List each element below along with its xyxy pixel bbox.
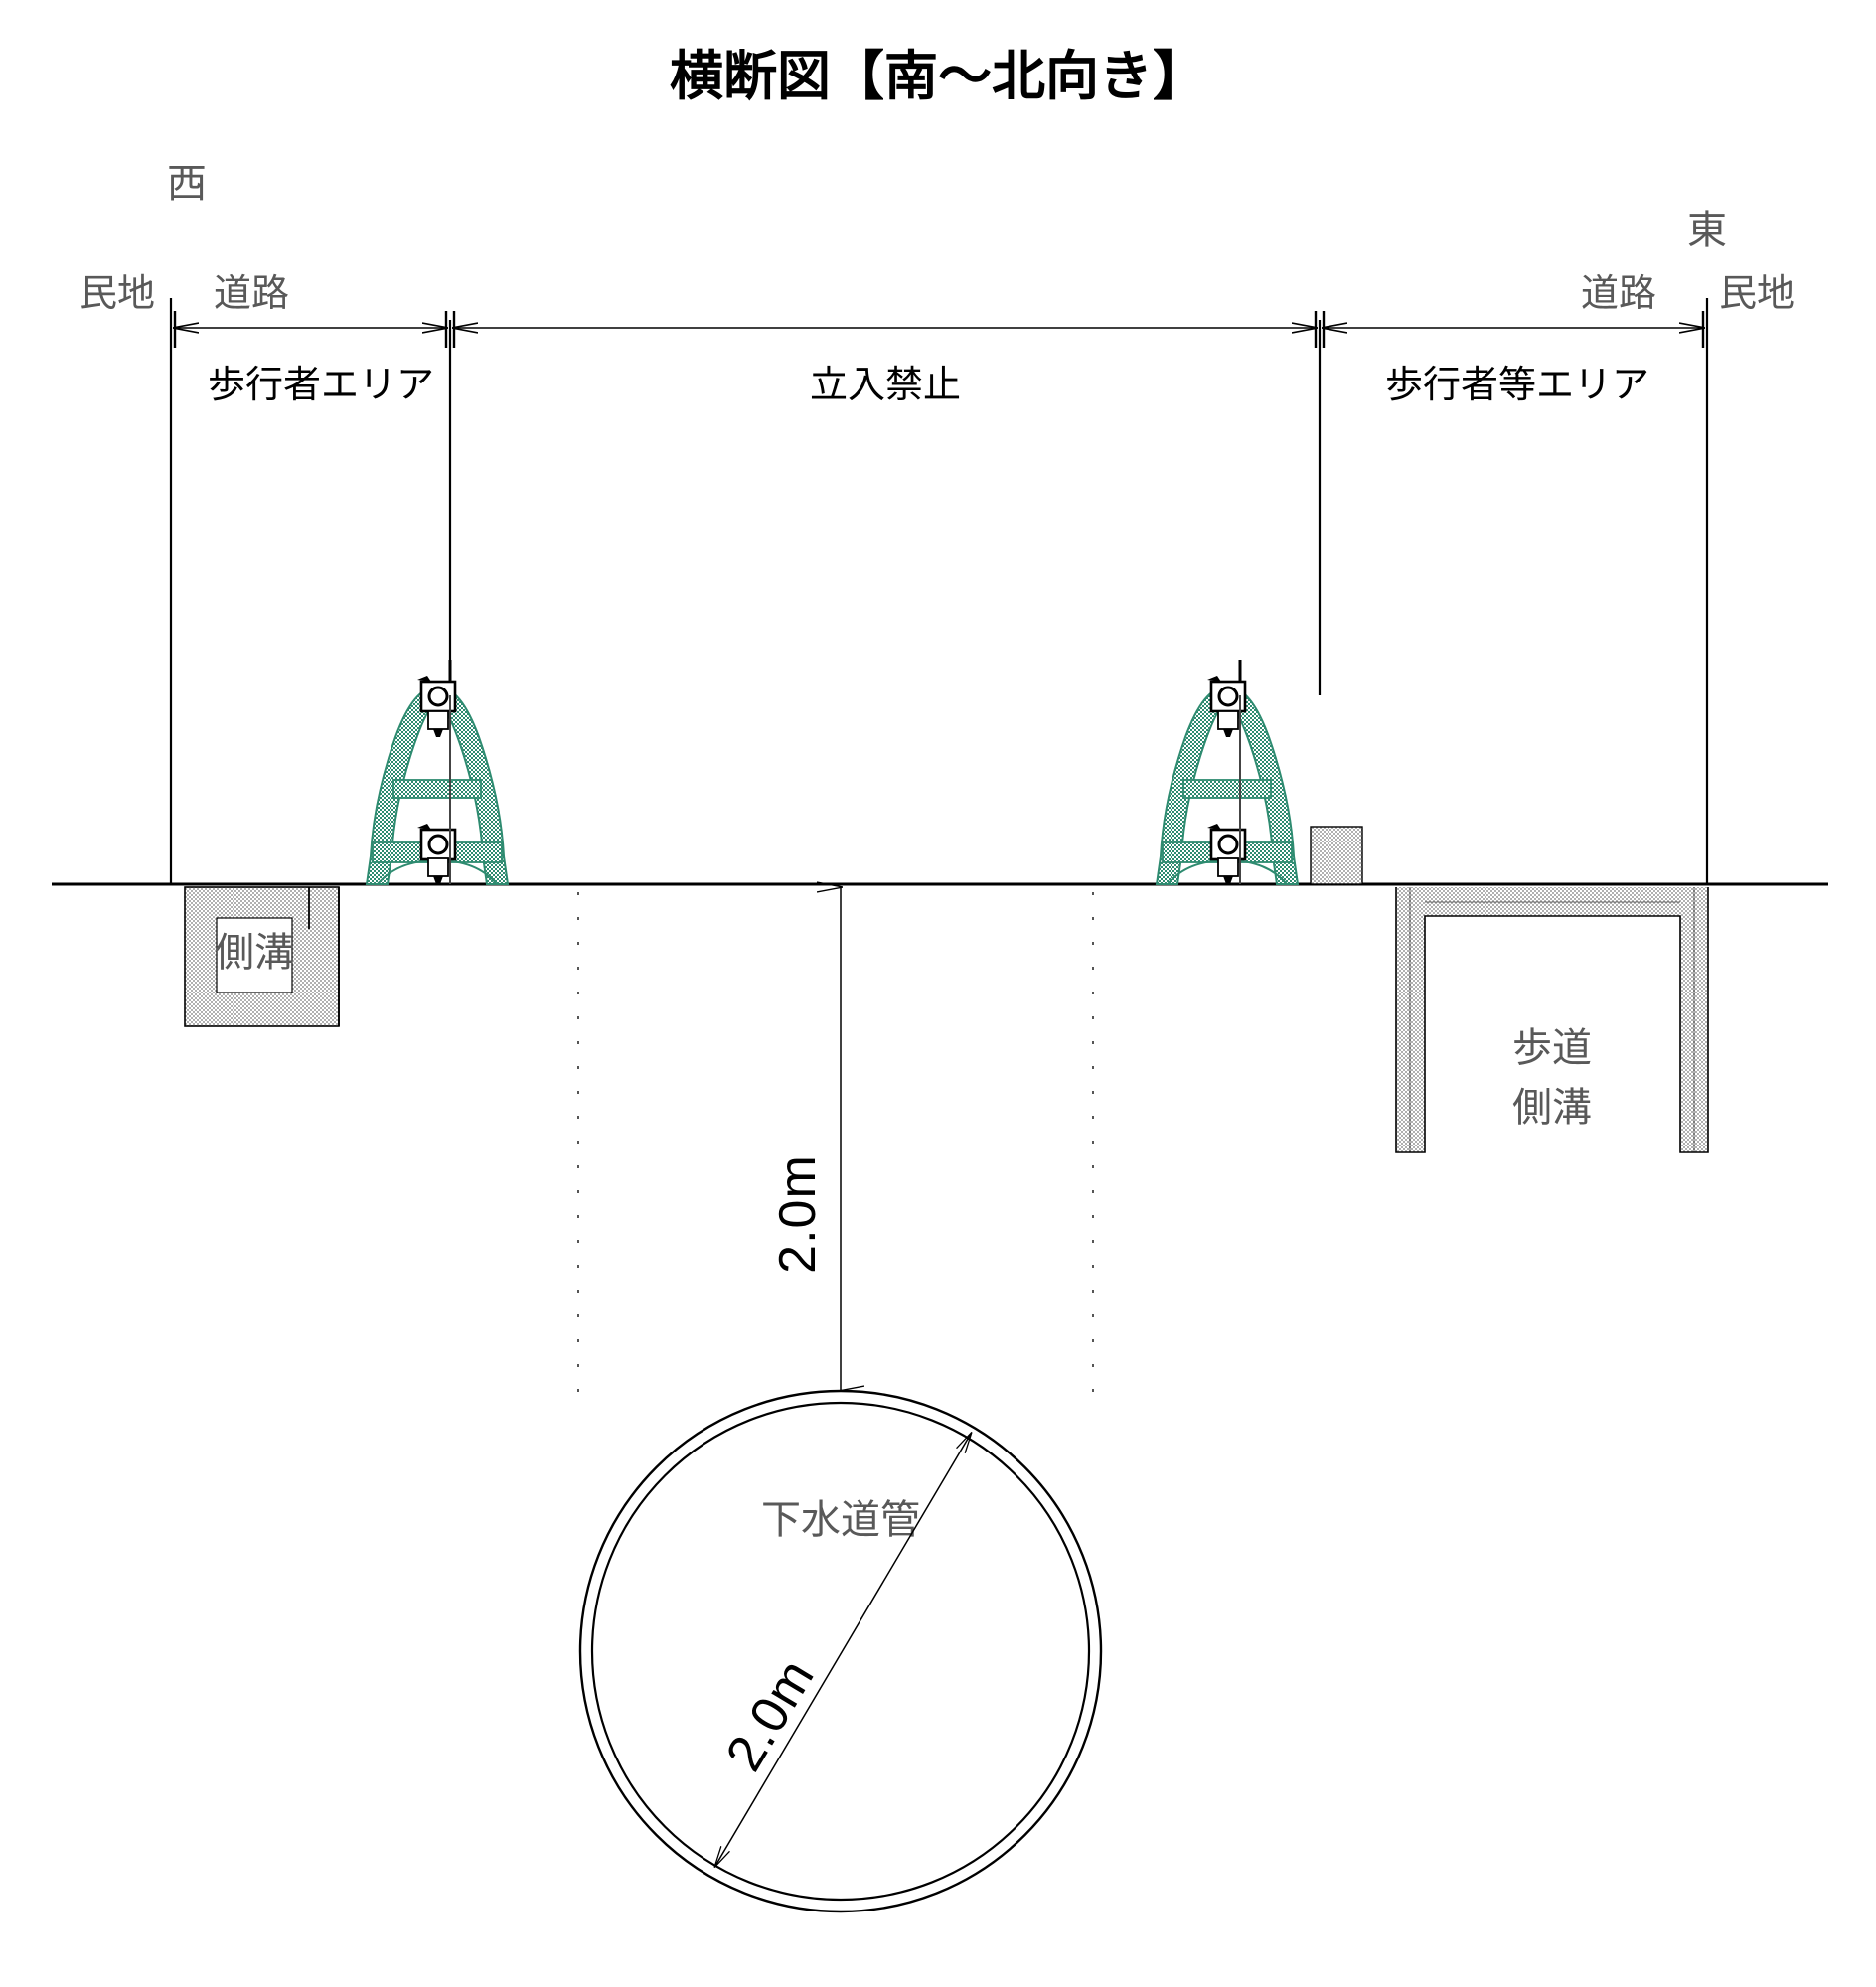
label-west-road: 道路 bbox=[214, 273, 289, 315]
label-east-sidewalk-ditch-line1: 歩道 bbox=[1512, 1026, 1592, 1070]
east-sidewalk-ditch: 歩道 側溝 bbox=[1395, 887, 1709, 1153]
zone-label-center-restricted: 立入禁止 bbox=[810, 365, 961, 406]
label-east-sidewalk-ditch-line2: 側溝 bbox=[1512, 1086, 1592, 1130]
pipe-diameter-arrow bbox=[715, 1434, 971, 1866]
barricade-west-frame bbox=[365, 686, 510, 885]
page-title: 横断図【南～北向き】 bbox=[670, 47, 1206, 106]
dimension-east-pedestrian bbox=[1324, 311, 1703, 348]
barricade-east-frame bbox=[1155, 686, 1300, 885]
compass-east-label: 東 bbox=[1687, 209, 1727, 252]
label-sewer-pipe: 下水道管 bbox=[761, 1498, 920, 1542]
barricade-east-crossbar-upper bbox=[1182, 779, 1272, 799]
zone-label-east-pedestrian: 歩行者等エリア bbox=[1385, 365, 1649, 406]
sewer-pipe: 下水道管 2.0m bbox=[578, 1389, 1103, 1913]
sewer-pipe-inner-wall bbox=[590, 1401, 1091, 1902]
barricade-east[interactable] bbox=[1155, 660, 1300, 885]
east-curb-block bbox=[1310, 826, 1363, 885]
burial-depth-dimension: 2.0m bbox=[769, 887, 841, 1391]
label-east-private-land: 民地 bbox=[1719, 273, 1795, 315]
label-east-road: 道路 bbox=[1581, 273, 1656, 315]
label-west-private-land: 民地 bbox=[79, 273, 155, 315]
barricade-west[interactable] bbox=[365, 660, 510, 885]
compass-west-label: 西 bbox=[167, 162, 207, 206]
barricade-west-crossbar-upper bbox=[392, 779, 482, 799]
dimension-center-restricted bbox=[454, 311, 1316, 348]
dimension-west-pedestrian bbox=[175, 311, 446, 348]
burial-depth-label: 2.0m bbox=[769, 1154, 827, 1274]
label-west-ditch: 側溝 bbox=[215, 931, 294, 975]
west-side-ditch: 側溝 bbox=[184, 886, 340, 1027]
zone-label-west-pedestrian: 歩行者エリア bbox=[208, 365, 434, 406]
